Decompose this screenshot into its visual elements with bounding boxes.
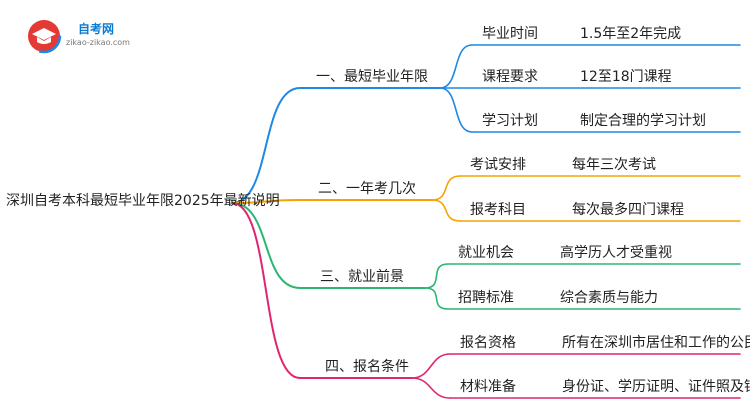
leaf-value: 12至18门课程 bbox=[580, 69, 672, 85]
branch-connector bbox=[231, 87, 301, 204]
leaf-connector bbox=[424, 287, 449, 310]
leaf-connector bbox=[439, 44, 473, 89]
logo-url: zikao-zikao.com bbox=[66, 38, 130, 47]
leaf-value: 身份证、学历证明、证件照及银行卡 bbox=[562, 379, 750, 395]
leaf-value: 所有在深圳市居住和工作的公民 bbox=[562, 335, 750, 351]
branch-connector bbox=[231, 202, 301, 289]
root-topic: 深圳自考本科最短毕业年限2025年最新说明 bbox=[6, 193, 280, 209]
leaf-key: 招聘标准 bbox=[458, 290, 514, 306]
leaf-key: 毕业时间 bbox=[482, 26, 538, 42]
leaf-connector bbox=[411, 377, 451, 399]
leaf-key: 材料准备 bbox=[460, 379, 516, 395]
leaf-key: 就业机会 bbox=[458, 245, 514, 261]
branch-label: 四、报名条件 bbox=[325, 359, 409, 375]
leaf-key: 学习计划 bbox=[482, 113, 538, 129]
leaf-connector bbox=[431, 199, 461, 222]
leaf-value: 每年三次考试 bbox=[572, 157, 656, 173]
branch-label: 一、最短毕业年限 bbox=[316, 69, 428, 85]
leaf-value: 1.5年至2年完成 bbox=[580, 26, 682, 42]
leaf-key: 报考科目 bbox=[470, 202, 526, 218]
site-logo: 自考网 zikao-zikao.com bbox=[26, 16, 146, 56]
leaf-connector bbox=[424, 263, 449, 289]
leaf-key: 考试安排 bbox=[470, 157, 526, 173]
logo-title: 自考网 bbox=[78, 22, 115, 36]
graduation-cap-icon bbox=[26, 18, 62, 54]
leaf-connector bbox=[439, 87, 473, 133]
branch-label: 三、就业前景 bbox=[320, 269, 404, 285]
leaf-connector bbox=[431, 175, 461, 201]
leaf-connector bbox=[411, 353, 451, 379]
leaf-key: 课程要求 bbox=[482, 69, 538, 85]
branch-connector bbox=[231, 199, 301, 204]
leaf-value: 高学历人才受重视 bbox=[560, 245, 672, 261]
branch-connector bbox=[231, 202, 301, 379]
leaf-value: 制定合理的学习计划 bbox=[580, 113, 706, 129]
branch-label: 二、一年考几次 bbox=[318, 181, 416, 197]
leaf-value: 每次最多四门课程 bbox=[572, 202, 684, 218]
leaf-key: 报名资格 bbox=[460, 335, 516, 351]
leaf-value: 综合素质与能力 bbox=[560, 290, 658, 306]
